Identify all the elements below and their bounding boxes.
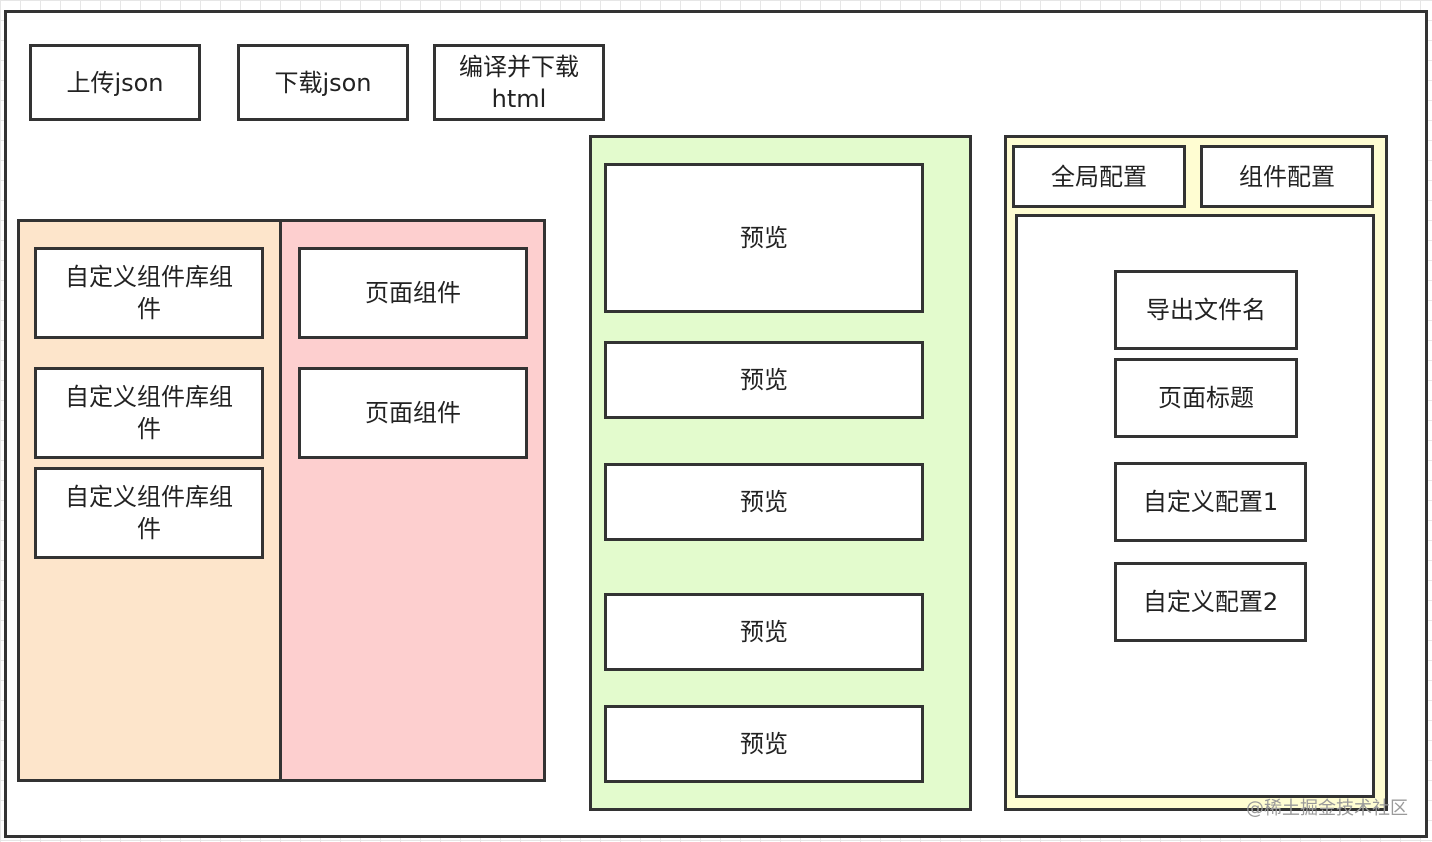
preview-item[interactable]: 预览 [604, 463, 924, 541]
custom-library-item[interactable]: 自定义组件库组 件 [34, 247, 264, 339]
tab-global-config[interactable]: 全局配置 [1012, 145, 1186, 208]
upload-json-button[interactable]: 上传json [29, 44, 201, 121]
page-title-field[interactable]: 页面标题 [1114, 358, 1298, 438]
custom-library-item[interactable]: 自定义组件库组 件 [34, 367, 264, 459]
preview-item[interactable]: 预览 [604, 705, 924, 783]
custom-config-2-field[interactable]: 自定义配置2 [1114, 562, 1307, 642]
preview-item[interactable]: 预览 [604, 163, 924, 313]
page-component-item[interactable]: 页面组件 [298, 367, 528, 459]
preview-item[interactable]: 预览 [604, 593, 924, 671]
custom-library-item[interactable]: 自定义组件库组 件 [34, 467, 264, 559]
compile-download-html-button[interactable]: 编译并下载 html [433, 44, 605, 121]
watermark: @稀土掘金技术社区 [1246, 798, 1408, 819]
preview-item[interactable]: 预览 [604, 341, 924, 419]
export-filename-field[interactable]: 导出文件名 [1114, 270, 1298, 350]
download-json-button[interactable]: 下载json [237, 44, 409, 121]
custom-config-1-field[interactable]: 自定义配置1 [1114, 462, 1307, 542]
page-component-item[interactable]: 页面组件 [298, 247, 528, 339]
tab-component-config[interactable]: 组件配置 [1200, 145, 1374, 208]
